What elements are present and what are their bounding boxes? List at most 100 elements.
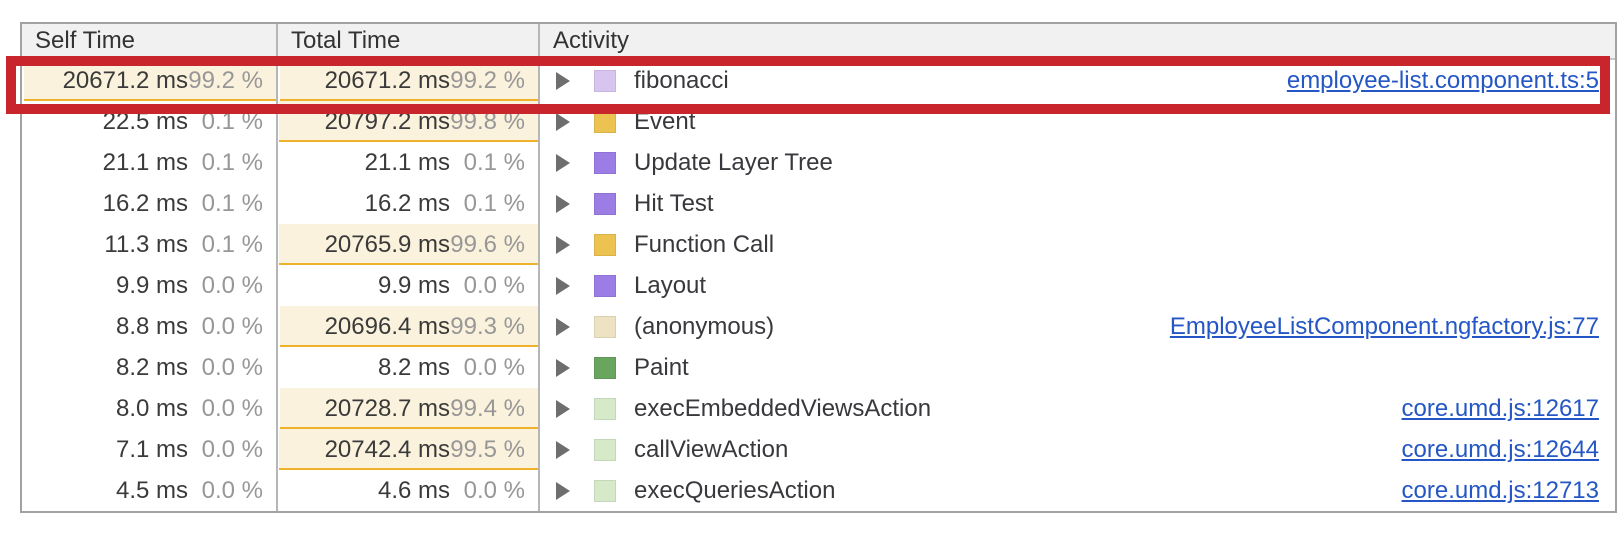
total-time-value: 20696.4 ms xyxy=(324,312,450,340)
total-time-percent: 99.2 % xyxy=(450,66,525,94)
total-time-percent: 99.4 % xyxy=(450,394,525,422)
activity-label: Hit Test xyxy=(634,189,714,217)
rendering-purple-swatch xyxy=(594,151,616,174)
expand-arrow-icon[interactable] xyxy=(556,112,570,131)
column-header-self-time[interactable]: Self Time xyxy=(22,24,278,58)
expand-arrow-icon[interactable] xyxy=(556,71,570,90)
activity-label: Event xyxy=(634,107,696,135)
source-location-link[interactable]: core.umd.js:12617 xyxy=(1401,394,1599,422)
self-time-percent: 0.0 % xyxy=(201,353,263,381)
source-location-link[interactable]: core.umd.js:12644 xyxy=(1401,435,1599,463)
js-frame-pale-green-swatch xyxy=(594,479,616,502)
expand-arrow-icon[interactable] xyxy=(556,399,570,418)
self-time-percent: 0.1 % xyxy=(201,230,263,258)
total-time-value: 20728.7 ms xyxy=(324,394,450,422)
call-tree-table: Self Time Total Time Activity 20671.2 ms… xyxy=(20,22,1617,513)
activity-cell: Function Call xyxy=(540,224,1615,265)
activity-cell: execEmbeddedViewsAction core.umd.js:12617 xyxy=(540,388,1615,429)
total-time-percent: 0.0 % xyxy=(463,353,525,381)
rendering-purple-swatch xyxy=(594,192,616,215)
total-time-percent: 0.1 % xyxy=(463,189,525,217)
self-time-percent: 0.0 % xyxy=(201,394,263,422)
activity-cell: Event xyxy=(540,101,1615,142)
expand-arrow-icon[interactable] xyxy=(556,317,570,336)
self-time-value: 16.2 ms xyxy=(102,189,188,217)
column-header-activity[interactable]: Activity xyxy=(553,27,630,54)
self-time-percent: 99.2 % xyxy=(188,66,263,94)
table-header-row: Self Time Total Time Activity xyxy=(22,24,1615,60)
expand-arrow-icon[interactable] xyxy=(556,153,570,172)
activity-label: Paint xyxy=(634,353,689,381)
self-time-cell: 11.3 ms 0.1 % xyxy=(22,224,278,265)
activity-cell: Layout xyxy=(540,265,1615,306)
total-time-value: 20765.9 ms xyxy=(324,230,450,258)
activity-label: Layout xyxy=(634,271,707,299)
self-time-value: 21.1 ms xyxy=(102,148,188,176)
expand-arrow-icon[interactable] xyxy=(556,276,570,295)
column-header-total-time[interactable]: Total Time xyxy=(278,24,540,58)
total-time-value: 21.1 ms xyxy=(364,148,450,176)
activity-label: Function Call xyxy=(634,230,775,258)
table-row[interactable]: 8.2 ms 0.0 % 8.2 ms 0.0 % Paint xyxy=(22,347,1615,388)
self-time-percent: 0.1 % xyxy=(201,148,263,176)
self-time-percent: 0.1 % xyxy=(201,107,263,135)
source-location-link[interactable]: employee-list.component.ts:5 xyxy=(1286,66,1599,94)
source-location-link[interactable]: EmployeeListComponent.ngfactory.js:77 xyxy=(1169,312,1599,340)
expand-arrow-icon[interactable] xyxy=(556,194,570,213)
total-time-percent: 99.8 % xyxy=(450,107,525,135)
total-time-value: 8.2 ms xyxy=(377,353,450,381)
source-location-link[interactable]: core.umd.js:12713 xyxy=(1401,476,1599,504)
scripting-amber-swatch xyxy=(594,233,616,256)
self-time-value: 8.0 ms xyxy=(115,394,188,422)
total-time-cell: 4.6 ms 0.0 % xyxy=(278,470,540,511)
expand-arrow-icon[interactable] xyxy=(556,235,570,254)
percent-fill-bar xyxy=(24,60,276,101)
self-time-value: 8.2 ms xyxy=(115,353,188,381)
total-time-percent: 99.6 % xyxy=(450,230,525,258)
total-time-percent: 0.0 % xyxy=(463,476,525,504)
expand-arrow-icon[interactable] xyxy=(556,358,570,377)
activity-label: Update Layer Tree xyxy=(634,148,833,176)
total-time-value: 4.6 ms xyxy=(377,476,450,504)
self-time-percent: 0.0 % xyxy=(201,312,263,340)
expand-arrow-icon[interactable] xyxy=(556,481,570,500)
scripting-amber-swatch xyxy=(594,110,616,133)
activity-label: execEmbeddedViewsAction xyxy=(634,394,932,422)
percent-fill-bar xyxy=(279,429,538,470)
self-time-percent: 0.0 % xyxy=(201,271,263,299)
self-time-value: 4.5 ms xyxy=(115,476,188,504)
total-time-value: 20742.4 ms xyxy=(324,435,450,463)
total-time-percent: 99.5 % xyxy=(450,435,525,463)
self-time-value: 11.3 ms xyxy=(104,230,188,258)
expand-arrow-icon[interactable] xyxy=(556,440,570,459)
